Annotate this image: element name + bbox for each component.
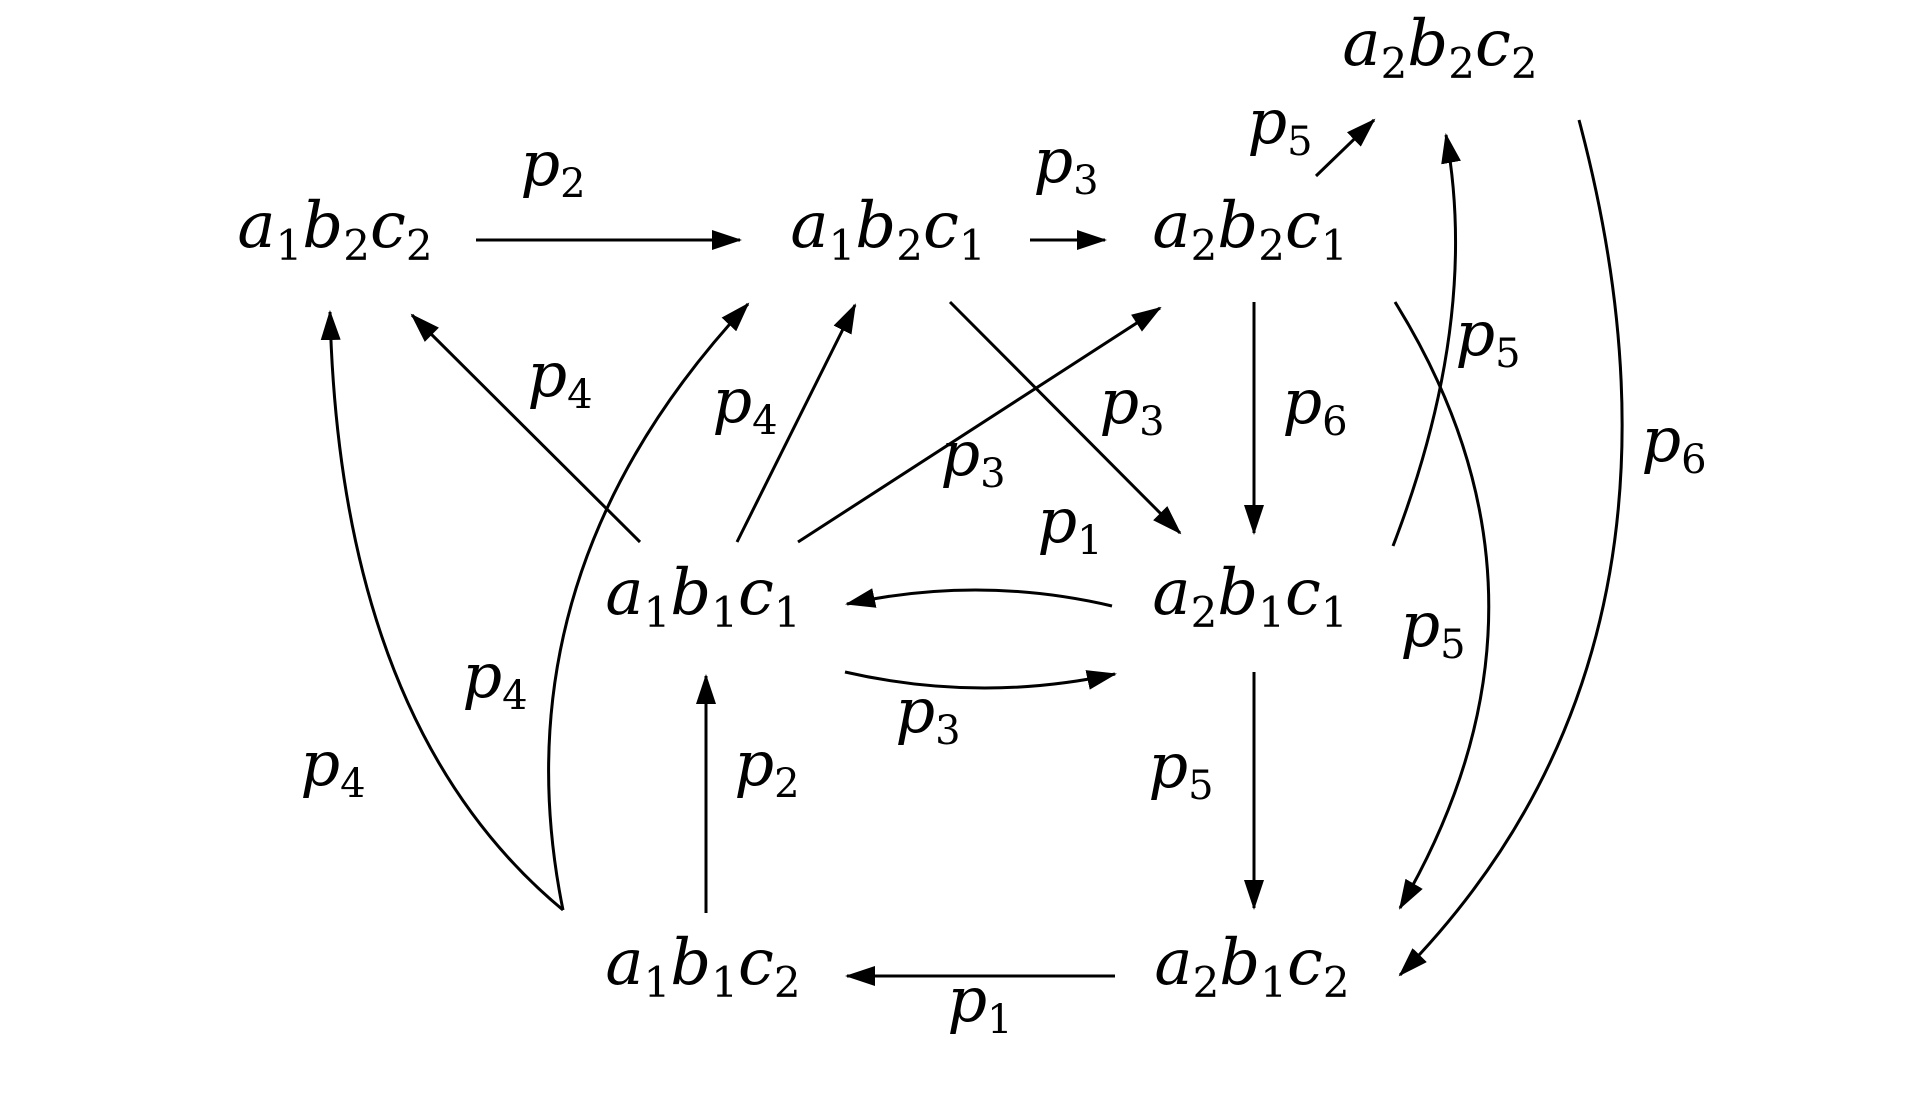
node-a1b1c2: a1b1c2 (605, 926, 800, 1007)
edge-label-a2b1c1-to-a2b1c2: p5 (1148, 729, 1213, 809)
node-a1b2c1: a1b2c1 (790, 189, 985, 270)
edge-a1b1c2-to-a1b2c1 (547, 302, 750, 911)
node-a2b2c1: a2b2c1 (1152, 189, 1347, 270)
edge-label-a1b1c2-to-a1b1c1: p2 (734, 727, 799, 807)
node-a1b2c2: a1b2c2 (237, 189, 432, 270)
edge-a2b2c1-to-a2b1c2 (1393, 301, 1491, 910)
edge-a1b2c1-to-a2b1c1 (948, 300, 1182, 535)
edge-label-a2b2c2-to-a2b1c2: p6 (1641, 403, 1706, 483)
edge-a1b1c1-to-a2b2c1 (797, 306, 1162, 544)
edge-label-a1b1c1-to-a2b2c1: p3 (940, 417, 1005, 497)
edge-label-a1b2c2-to-a1b2c1: p2 (520, 127, 585, 207)
edge-label-a1b2c1-to-a2b2c1: p3 (1033, 124, 1098, 204)
edge-label-a2b2c1-to-a2b2c2: p5 (1247, 85, 1312, 165)
edge-label-a1b2c1-to-a2b1c1: p3 (1099, 365, 1164, 445)
node-a2b1c2: a2b1c2 (1154, 926, 1349, 1007)
node-a1b1c1: a1b1c1 (605, 556, 800, 637)
edge-a2b1c1-to-a2b2c2 (1391, 133, 1461, 547)
edge-label-a2b1c1-to-a2b2c2: p5 (1455, 297, 1520, 377)
node-a2b2c2: a2b2c2 (1342, 7, 1537, 88)
edge-label-a2b2c1-to-a2b1c1: p6 (1282, 365, 1347, 445)
edge-label-a2b2c1-to-a2b1c2: p5 (1400, 588, 1465, 668)
edge-a1b1c1-to-a1b2c1 (735, 303, 857, 543)
edge-a2b2c1-to-a2b2c2 (1314, 118, 1376, 178)
edge-label-a1b1c2-to-a1b2c2: p4 (300, 727, 365, 807)
node-a2b1c1: a2b1c1 (1152, 556, 1347, 637)
edge-label-a1b1c2-to-a1b2c1: p4 (462, 639, 527, 719)
edge-label-a1b1c1-to-a1b2c2: p4 (527, 338, 592, 418)
edge-a1b1c1-to-a2b1c1 (844, 670, 1117, 690)
edge-a2b1c1-to-a1b1c1 (845, 588, 1113, 608)
edge-label-a1b1c1-to-a2b1c1: p3 (895, 674, 960, 754)
edge-a1b1c1-to-a1b2c2 (410, 313, 642, 544)
edge-label-a1b1c1-to-a1b2c1: p4 (712, 364, 777, 444)
edge-label-a2b1c2-to-a1b1c2: p1 (947, 963, 1012, 1043)
edge-a2b2c2-to-a2b1c2 (1398, 119, 1624, 977)
edge-label-a2b1c1-to-a1b1c1: p1 (1037, 484, 1102, 564)
edge-a1b1c2-to-a1b2c2 (320, 310, 564, 912)
